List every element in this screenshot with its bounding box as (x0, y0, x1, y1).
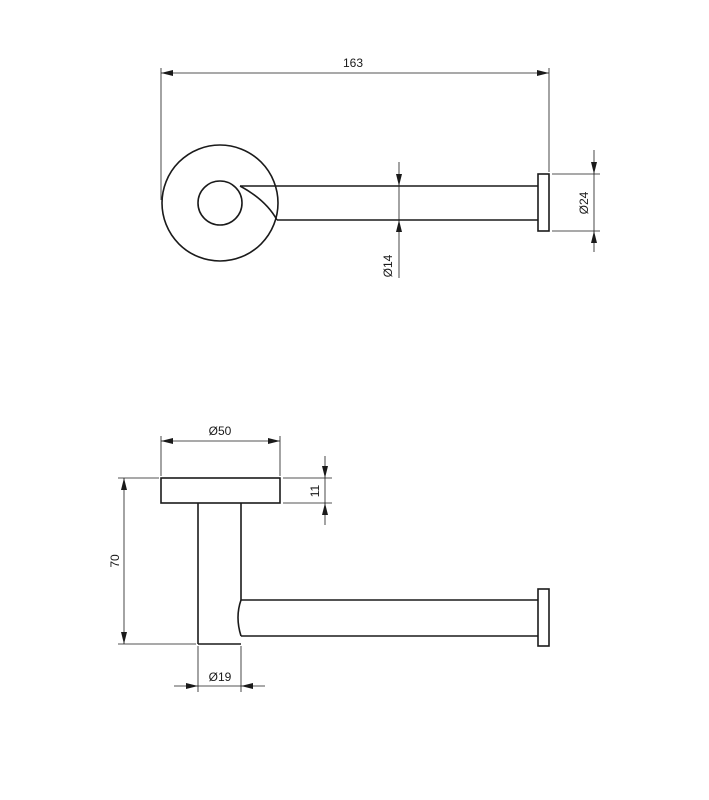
arrow-right (268, 438, 280, 444)
total-depth-label: 70 (108, 554, 122, 568)
arrow-bottom (322, 503, 328, 515)
dim-post-diameter: Ø19 (174, 646, 265, 692)
arrow-top (121, 478, 127, 490)
top-view-holder (161, 144, 550, 262)
base-plate (160, 477, 281, 504)
overall-length-label: 163 (343, 56, 363, 70)
wall-plate-outer (161, 144, 279, 262)
end-cap (537, 588, 550, 647)
dim-total-depth: 70 (108, 477, 196, 645)
rod-joint-curve (237, 599, 242, 637)
end-cap (537, 173, 550, 232)
arrow-bottom (396, 220, 402, 232)
dim-base-diameter: Ø50 (160, 424, 281, 476)
arrow-top (396, 174, 402, 186)
dim-rod-diameter: Ø14 (381, 162, 402, 278)
dim-overall-length: 163 (160, 56, 550, 200)
dim-base-thickness: 11 (283, 456, 332, 525)
arrow-left (161, 70, 173, 76)
post-diameter-label: Ø19 (209, 670, 232, 684)
side-view-holder (160, 477, 550, 647)
arrow-bottom (121, 632, 127, 644)
arrow-left (161, 438, 173, 444)
arrow-top (591, 162, 597, 174)
arrow-bottom (591, 231, 597, 243)
rod-diameter-label: Ø14 (381, 254, 395, 277)
base-thickness-label: 11 (308, 484, 322, 497)
end-cap-diameter-label: Ø24 (577, 191, 591, 214)
top-view: 163 Ø14 Ø24 (160, 56, 600, 278)
arrow-top (322, 466, 328, 478)
rod-joint-curve (239, 185, 278, 221)
arrow-left (186, 683, 198, 689)
dim-end-cap-diameter: Ø24 (552, 150, 600, 252)
side-view: Ø50 11 70 Ø19 (108, 424, 550, 692)
arrow-right (241, 683, 253, 689)
base-diameter-label: Ø50 (209, 424, 232, 438)
post-circle (197, 180, 243, 226)
arrow-right (537, 70, 549, 76)
